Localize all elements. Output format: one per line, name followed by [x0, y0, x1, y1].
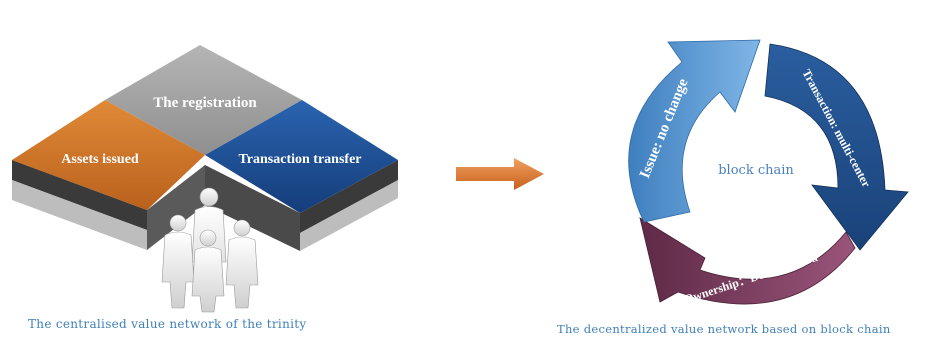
right-caption: The decentralized value network based on… [557, 322, 891, 336]
registration-tile [105, 45, 302, 155]
transaction-transfer-label: Transaction transfer [239, 152, 362, 167]
block-chain-label: block chain [718, 163, 794, 178]
ownership-arrow [639, 217, 856, 305]
registration-label: The registration [153, 95, 257, 111]
centralised-network-diagram: The registration Assets issued Transacti… [0, 0, 420, 340]
issue-arrow [628, 39, 761, 223]
decentralized-network-diagram: Issue: no change Transaction: multi-cent… [560, 0, 932, 340]
transaction-transfer-tile [205, 100, 398, 251]
assets-issued-label: Assets issued [61, 152, 139, 167]
left-caption: The centralised value network of the tri… [28, 317, 307, 331]
right-arrow-icon [456, 158, 546, 190]
transaction-arrow [764, 43, 909, 251]
assets-issued-tile [12, 100, 205, 250]
people-icon [161, 187, 259, 313]
